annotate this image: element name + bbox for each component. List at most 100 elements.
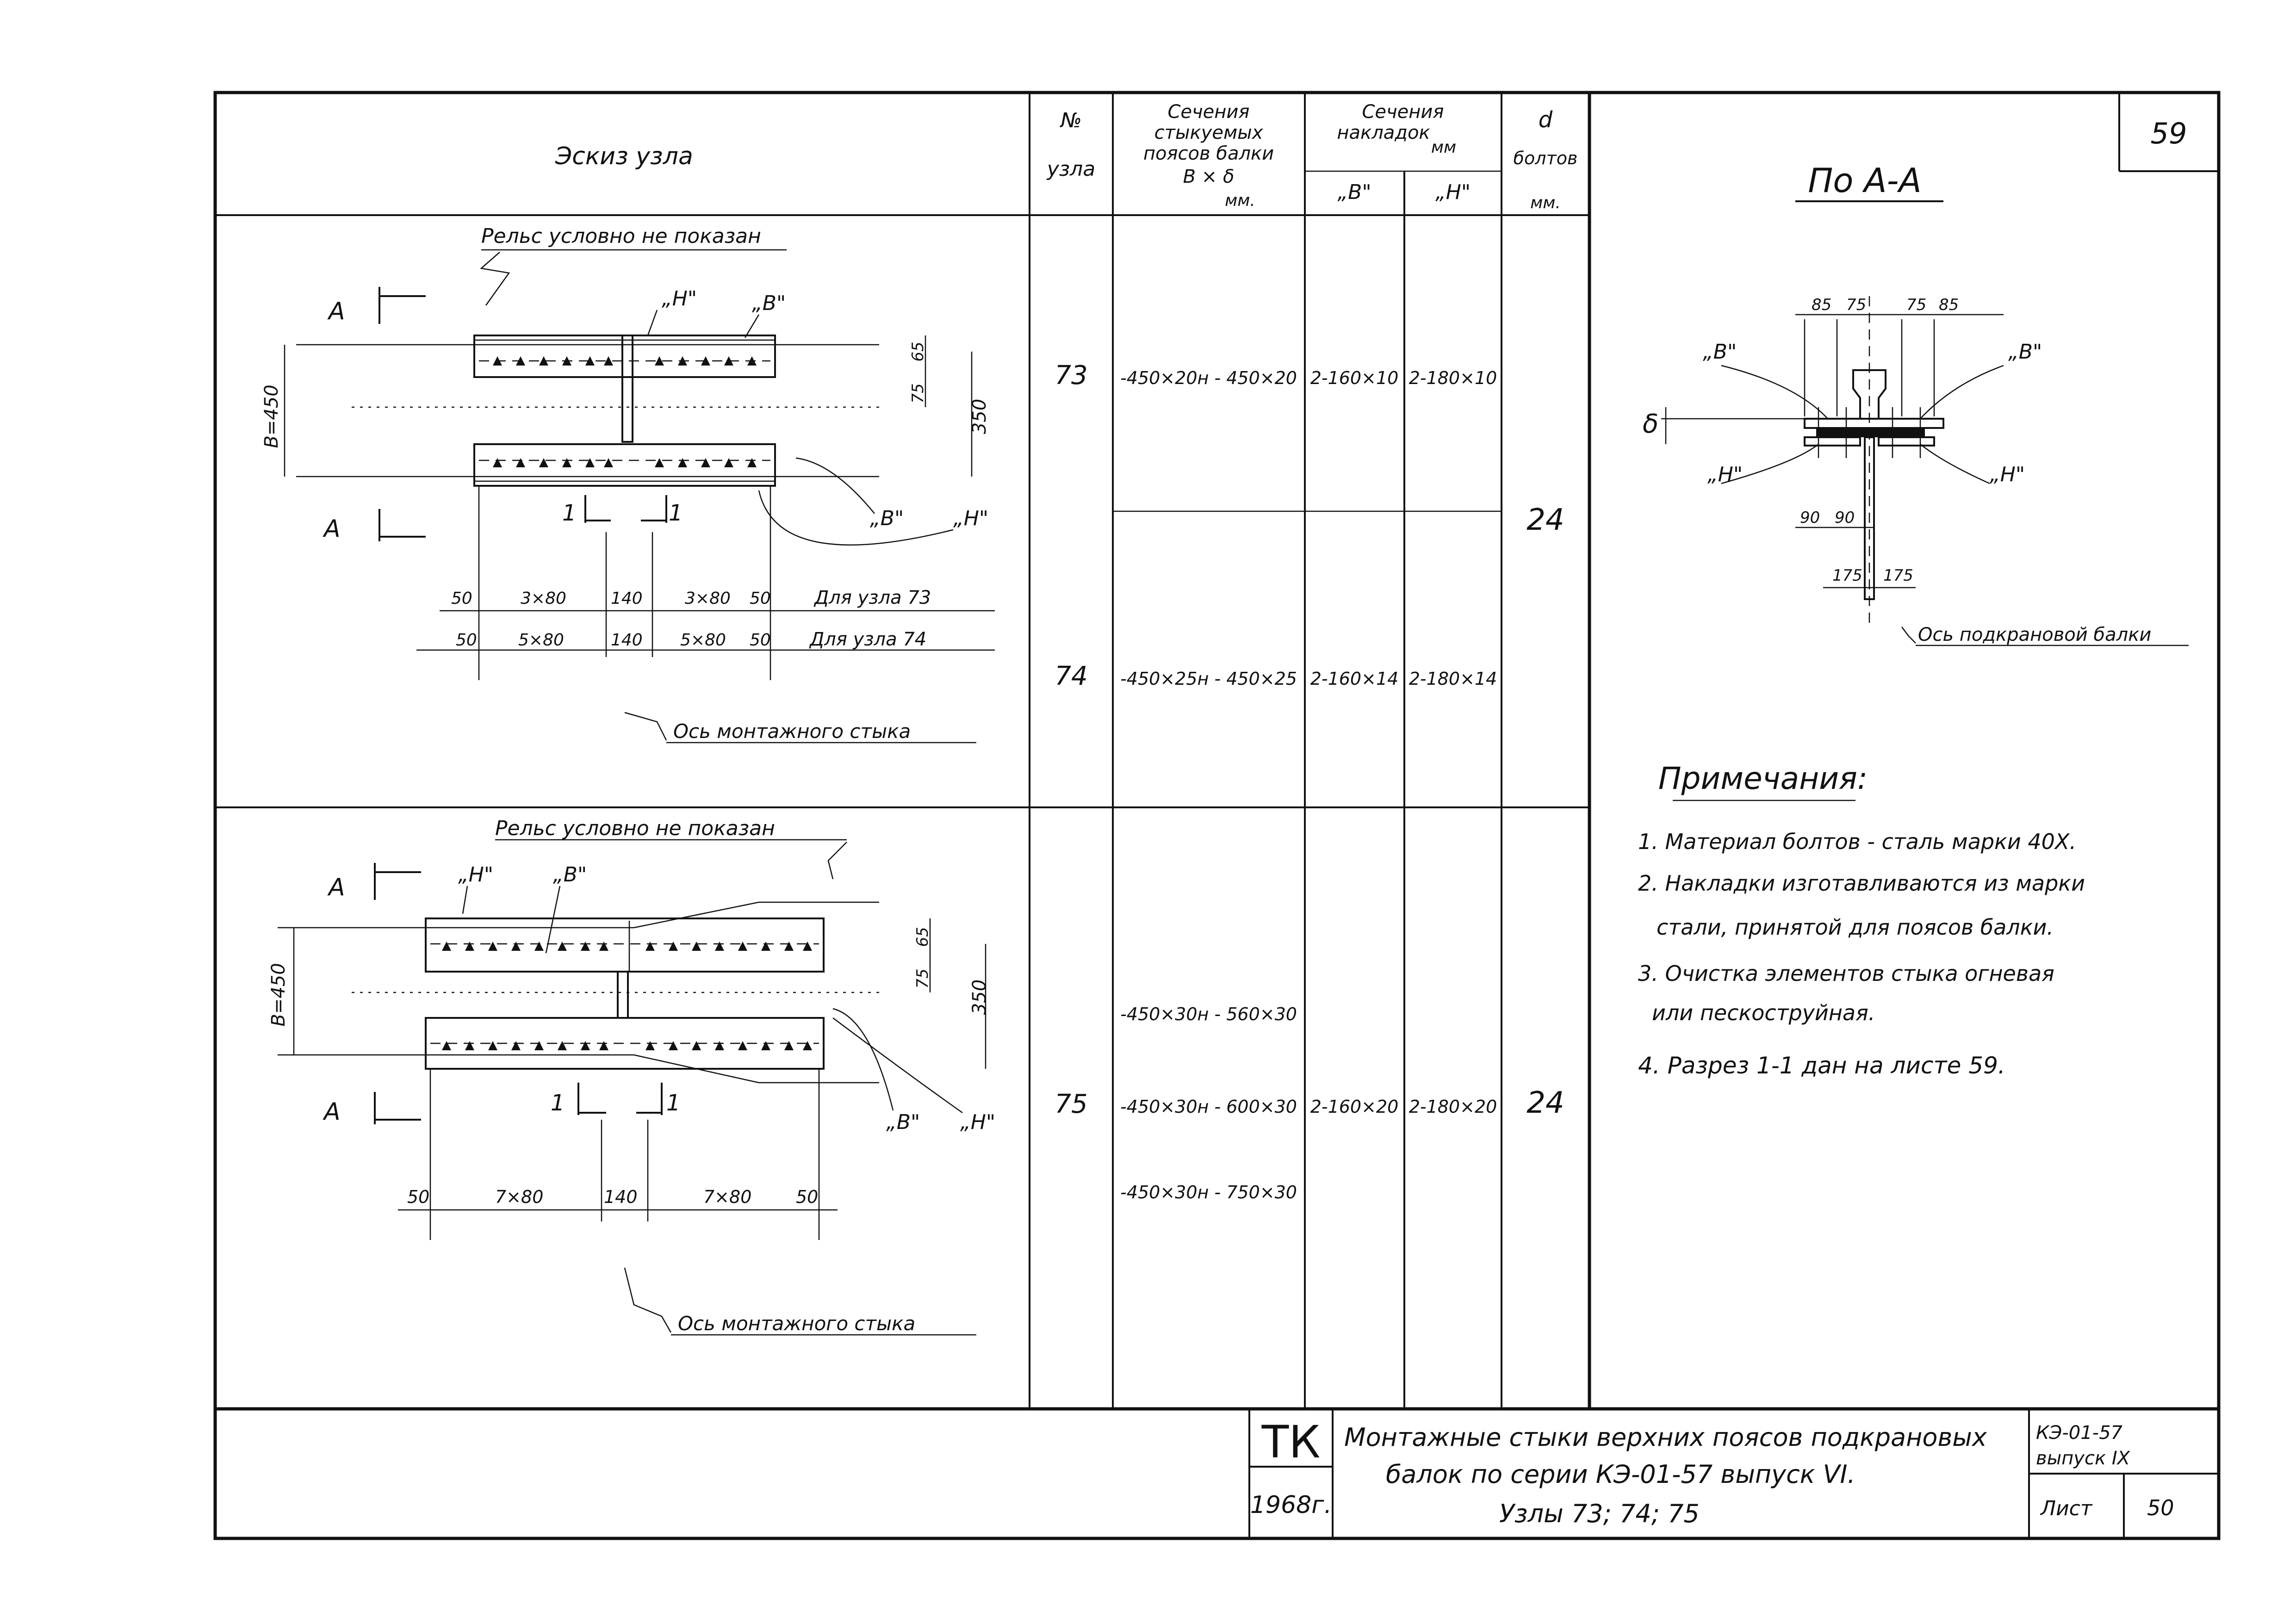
dim3-a: 50 (407, 1187, 429, 1207)
label-n-top-2: „Н" (458, 863, 493, 886)
header-sec-1: Сечения (1168, 101, 1250, 123)
header-sec-2: стыкуемых (1154, 122, 1263, 143)
top-dim-75-left: 75 (1846, 296, 1866, 314)
title-line-2: балок по серии КЭ-01-57 выпуск VI. (1386, 1460, 1855, 1489)
sheet-label: Лист (2040, 1497, 2093, 1520)
dim3-e: 50 (796, 1187, 818, 1207)
view-label-v-left: „В" (1703, 340, 1737, 364)
delta: δ (1643, 409, 1658, 439)
splice-plate-bottom (473, 443, 776, 487)
row-75-pad-n: 2-180×20 (1409, 1097, 1497, 1117)
label-n-bottom: „Н" (953, 507, 988, 530)
note-3: 3. Очистка элементов стыка огневая (1638, 961, 2054, 986)
bolt-d-75: 24 (1527, 1086, 1564, 1120)
dim2-label: Для узла 74 (809, 629, 926, 650)
title-line-1: Монтажные стыки верхних поясов подкранов… (1344, 1423, 1987, 1452)
row-75-section-2: -450×30н - 600×30 (1120, 1097, 1297, 1117)
label-v-bottom: „В" (870, 507, 904, 530)
label-v-top-2: „В" (553, 863, 587, 886)
note-3b: или пескоструйная. (1652, 1000, 1875, 1025)
dim-75: 75 (909, 383, 927, 403)
dim1-c: 140 (611, 589, 643, 608)
rail-note-2: Рельс условно не показан (495, 817, 775, 840)
dim1-a: 50 (451, 589, 472, 608)
beam-web (1864, 436, 1875, 600)
dim3-b: 7×80 (495, 1187, 543, 1207)
outer-border (213, 91, 2221, 1540)
header-pads-2: накладок (1337, 122, 1430, 143)
row-74-pad-n: 2-180×14 (1409, 669, 1497, 689)
dim-65-2: 65 (913, 927, 932, 947)
sheet-number: 50 (2147, 1495, 2174, 1520)
dim2-e: 50 (750, 631, 771, 650)
flange (1816, 428, 1925, 437)
label-n-bottom-2: „Н" (960, 1110, 995, 1134)
header-sketch: Эскиз узла (555, 143, 693, 170)
dim2-b: 5×80 (518, 631, 564, 650)
dim1-b: 3×80 (521, 589, 566, 608)
cut-a-top: А (327, 298, 345, 325)
year: 1968г. (1250, 1491, 1332, 1519)
header-node-no: № (1059, 109, 1082, 132)
dim3-c: 140 (604, 1187, 638, 1207)
joint-web (621, 335, 633, 443)
bottom-dim-90-left: 90 (1800, 508, 1820, 527)
notes-title: Примечания: (1658, 761, 1868, 796)
row-75-node: 75 (1055, 1089, 1087, 1119)
header-sec-3: поясов балки (1143, 143, 1274, 164)
bolts-top (493, 356, 757, 366)
label-v-top: „В" (752, 291, 786, 315)
axis-note-2: Ось монтажного стыка (678, 1312, 915, 1335)
dim-350-2: 350 (969, 979, 990, 1015)
bolts-bottom (493, 458, 757, 467)
axis-note-1: Ось монтажного стыка (673, 720, 911, 743)
splice-plate-top-2 (425, 917, 825, 973)
header-d-3: мм. (1530, 193, 1561, 212)
dim2-d: 5×80 (680, 631, 726, 650)
page-number: 59 (2151, 117, 2187, 150)
view-axis-note: Ось подкрановой балки (1918, 624, 2151, 645)
row-73-pad-v: 2-160×10 (1310, 368, 1399, 388)
row-75-pad-v: 2-160×20 (1310, 1097, 1399, 1117)
dim2-a: 50 (456, 631, 477, 650)
cut-a-bottom: А (323, 515, 341, 543)
plate-n-left (1804, 436, 1861, 446)
view-label-v-right: „В" (2008, 340, 2042, 364)
header-sec-4: В × δ (1183, 166, 1235, 187)
view-a-a: По А-А 85 75 75 85 δ „В" „В" „Н" „Н" (1643, 161, 2189, 646)
bolts-bottom-2 (442, 1041, 812, 1050)
dim-350: 350 (969, 399, 990, 434)
splice-plate-top (473, 335, 776, 378)
header-pads-1: Сечения (1362, 101, 1444, 123)
dim1-d: 3×80 (685, 589, 731, 608)
header-d: d (1539, 107, 1553, 133)
header-pads-v: „В" (1337, 180, 1371, 204)
cut-a-top-2: А (327, 874, 345, 901)
row-74-pad-v: 2-160×14 (1310, 669, 1399, 689)
series-1: КЭ-01-57 (2036, 1422, 2123, 1444)
table-header: Эскиз узла № узла Сечения стыкуемых пояс… (555, 101, 2187, 212)
row-74-node: 74 (1055, 661, 1087, 691)
sec-1-right-2: 1 (666, 1090, 681, 1116)
sketch-node-75: Рельс условно не показан А А „Н" „В" (268, 817, 995, 1336)
label-n-top: „Н" (662, 287, 697, 310)
note-2: 2. Накладки изготавливаются из марки (1638, 871, 2085, 896)
top-dim-85-right: 85 (1939, 296, 1959, 314)
row-73-section: -450×20н - 450×20 (1120, 368, 1297, 388)
row-75-section-1: -450×30н - 560×30 (1120, 1004, 1297, 1024)
sketch-node-73-74: Рельс условно не показан А А „ (261, 224, 995, 744)
dim-width-450-2: В=450 (268, 963, 289, 1026)
plate-n-right (1878, 436, 1935, 446)
bolts-top-2 (442, 942, 812, 951)
rail-profile (1852, 369, 1886, 420)
dim-175-left: 175 (1832, 566, 1862, 585)
note-2b: стали, принятой для поясов балки. (1657, 915, 2054, 940)
bolt-d-73-74: 24 (1527, 503, 1564, 537)
header-node: узла (1046, 157, 1096, 181)
sec-1-right: 1 (669, 500, 683, 526)
header-d-2: болтов (1514, 148, 1578, 168)
header-sec-5: мм. (1225, 191, 1255, 210)
dim1-label: Для узла 73 (813, 587, 931, 608)
row-75-section-3: -450×30н - 750×30 (1120, 1182, 1297, 1203)
